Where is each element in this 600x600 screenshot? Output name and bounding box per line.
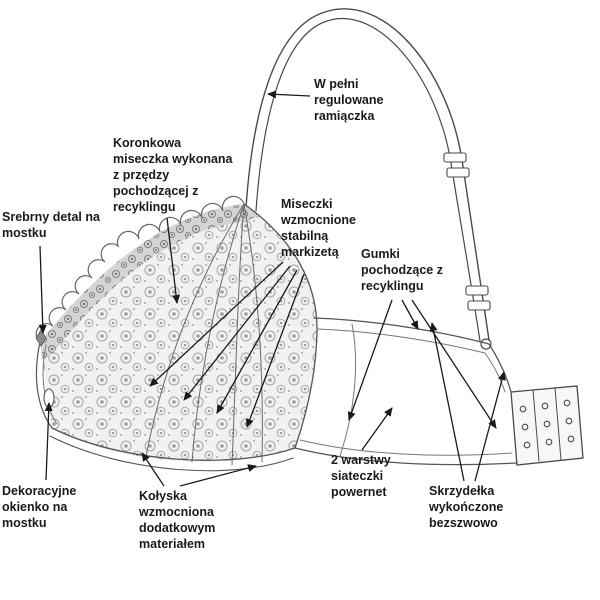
arrow-reinforced-cups-1: [149, 261, 284, 387]
strap-slider-icon: [443, 152, 467, 163]
strap-slider-icon: [467, 300, 491, 311]
annotation-arrows: [38, 90, 506, 487]
wing-top-to-closure: [488, 343, 512, 393]
strap-slider-icon: [446, 167, 470, 178]
hook-eye-closure: [510, 385, 584, 466]
arrow-reinforced-cups-2: [183, 265, 291, 401]
closure-divider: [532, 389, 540, 462]
arrow-wings-2: [474, 371, 506, 482]
powernet-panel-seam: [339, 323, 357, 457]
wing-top-elastic: [316, 328, 506, 393]
arrow-reinforced-cups-4: [246, 273, 305, 428]
cup-bottom-edge: [51, 427, 296, 461]
arrow-straps: [267, 90, 311, 99]
closure-panel: [510, 385, 584, 466]
arrow-elastics-2: [401, 299, 419, 330]
wing-bottom-edge: [294, 447, 517, 466]
arrow-wings-1: [429, 322, 465, 482]
gore-inner-edge: [42, 344, 58, 425]
closure-eyes: [519, 399, 575, 449]
arrow-lace-cup: [166, 217, 181, 304]
cradle-band-line: [49, 435, 294, 472]
strap-slider-icon: [465, 285, 489, 296]
gore-outer-edge: [35, 341, 53, 429]
scalloped-lace-edge: [35, 195, 245, 343]
cup-panel-seams: [145, 203, 263, 466]
lace-neckline-band: [40, 204, 261, 359]
closure-divider: [554, 387, 562, 461]
lace-cup: [35, 195, 318, 472]
cup-side-seam: [243, 203, 318, 449]
strap-outer-edge: [245, 8, 490, 341]
strap-ring-icon: [480, 338, 492, 350]
arrow-powernet: [361, 407, 393, 451]
arrow-silver-detail: [38, 245, 47, 334]
arrow-cradle-1: [141, 452, 165, 487]
cup-lace-texture: [40, 204, 318, 462]
arrow-cradle-2: [179, 464, 257, 487]
arrow-elastics-1: [347, 299, 393, 421]
arrow-decorative-window: [44, 402, 53, 481]
silver-detail-icon: [35, 329, 47, 347]
bra-illustration: [35, 8, 584, 472]
arrow-reinforced-cups-3: [216, 269, 298, 414]
arrow-elastics-3: [411, 299, 497, 429]
wing-band: [294, 317, 517, 466]
wing-bottom-elastic: [299, 439, 513, 456]
wing-top-edge: [313, 317, 490, 345]
